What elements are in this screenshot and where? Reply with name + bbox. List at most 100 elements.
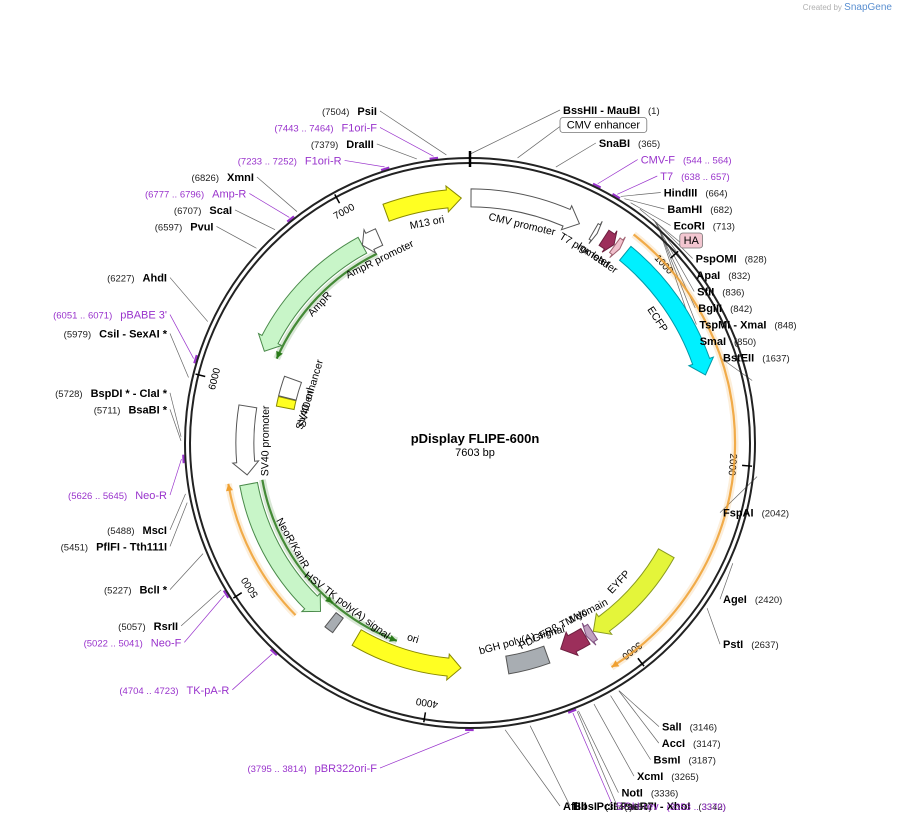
orf-neo2: [227, 483, 297, 616]
f1ori-r-site: [380, 166, 390, 172]
amp-r-leader: [249, 193, 290, 218]
xcmi-coord: (3265): [671, 772, 698, 783]
bsshii-label: BssHII - MauBI(1): [563, 105, 660, 117]
bglii-name: BglII: [698, 303, 722, 315]
pbr322-name: pBR322ori-F: [315, 763, 378, 775]
bcli-name: BclI *: [139, 585, 167, 597]
bsshii-leader: [470, 109, 561, 155]
noti-name: NotI: [621, 788, 642, 800]
tick-mark: [334, 194, 341, 204]
apai-label: ApaI (832): [696, 270, 750, 282]
bsmi-name: BsmI: [654, 755, 681, 767]
cmv-f-leader: [597, 159, 638, 185]
agei-label: AgeI(2420): [723, 594, 782, 606]
xcmi-leader: [593, 703, 635, 777]
tick-mark: [637, 657, 645, 667]
bgh-feature: [505, 645, 551, 675]
rsrii-leader: [180, 589, 222, 627]
tspmi-coord: (848): [774, 321, 796, 332]
ori-label: ori: [406, 631, 421, 646]
orf-neo2-arrowhead: [226, 483, 233, 492]
myc-feature: [581, 622, 599, 646]
msci-leader: [169, 493, 186, 531]
f1ori-f-coord: (7443 .. 7464): [274, 123, 333, 134]
tick-mark: [195, 373, 206, 378]
agei-leader: [719, 563, 734, 600]
ecori-leader: [630, 202, 671, 226]
pvui-coord: (6597): [155, 222, 182, 233]
afliii-label: AflIII - PciI(3654): [563, 801, 652, 813]
f1ori-f-label: (7443 .. 7464)F1ori-F: [274, 122, 377, 134]
pbabe3-label: (6051 .. 6071)pBABE 3': [53, 310, 167, 322]
xmni-coord: (6826): [192, 173, 219, 184]
cmv-promoter-feature: [470, 188, 581, 231]
psi-leader: [379, 110, 447, 156]
xcmi-label: XcmI(3265): [637, 771, 699, 783]
bcli-coord: (5227): [104, 586, 131, 597]
hsv-tk-feature: [324, 611, 344, 634]
t7-site: [611, 192, 621, 200]
agei-coord: (2420): [755, 595, 782, 606]
bcli-label: (5227) BclI *: [104, 585, 168, 597]
m13-ori-feature: [382, 184, 463, 222]
amp-r-site: [286, 215, 295, 223]
ha-label: HA: [684, 235, 700, 247]
msci-coord: (5488): [107, 526, 134, 537]
pdgfr-feature: [560, 627, 591, 657]
cmv-f-name: CMV-F: [641, 155, 676, 167]
bsteii-coord: (1637): [762, 354, 789, 365]
pbabe3-coord: (6051 .. 6071): [53, 311, 112, 322]
eyfp-feature: [592, 548, 675, 636]
tk-pa-r-site: [269, 648, 278, 657]
plasmid-name: pDisplay FLIPE-600n: [411, 431, 540, 446]
tick-label: 4000: [415, 695, 439, 710]
apai-coord: (832): [728, 271, 750, 282]
bsabi-leader: [169, 409, 182, 442]
amp-r-name: Amp-R: [212, 188, 246, 200]
cmv-f-label: CMV-F(544 .. 564): [641, 155, 732, 167]
sfii-name: SfiI: [697, 287, 714, 299]
noti-coord: (3336): [651, 789, 678, 800]
bsabi-coord: (5711): [94, 405, 121, 416]
bsmi-label: BsmI(3187): [654, 755, 716, 767]
scai-label: (6707)ScaI: [174, 205, 232, 217]
snapgene-credit: Created by SnapGene: [803, 2, 892, 13]
draiii-label: (7379)DraIII: [311, 139, 374, 151]
pvui-label: (6597)PvuI: [155, 221, 214, 233]
paer7i-coord: (3342): [698, 802, 725, 813]
paer7i-leader: [576, 711, 618, 807]
rsrii-coord: (5057): [118, 622, 145, 633]
neo-r-coord: (5626 .. 5645): [68, 491, 127, 502]
bglii-label: BglII(842): [698, 303, 752, 315]
bamhi-leader: [624, 198, 665, 210]
ori-feature: [351, 629, 462, 682]
psti-coord: (2637): [751, 640, 778, 651]
tk-pa-r-leader: [232, 653, 273, 691]
bgh-rev-site: [567, 708, 577, 714]
sv40-enhancer-feature: [278, 375, 303, 401]
pspomi-name: PspOMI: [696, 254, 737, 266]
draiii-coord: (7379): [311, 140, 338, 151]
neo-f-site: [222, 589, 230, 599]
sali-name: SalI: [662, 722, 682, 734]
psti-leader: [706, 608, 721, 645]
sv40-ori-feature: [275, 395, 297, 411]
tick-label: 5000: [239, 574, 261, 599]
bbsi-name: BbsI: [573, 801, 597, 813]
bbsi-leader: [529, 725, 571, 807]
csii-name: CsiI - SexAI *: [99, 328, 168, 340]
tick-mark: [742, 464, 753, 467]
f1ori-f-site: [429, 156, 439, 160]
t7-coord: (638 .. 657): [681, 172, 730, 183]
neo-f-coord: (5022 .. 5041): [84, 638, 143, 649]
pflfi-label: (5451)PflFI - Tth111I: [61, 541, 167, 553]
acci-name: AccI: [662, 738, 685, 750]
neo-r-leader: [169, 458, 182, 496]
hindiii-coord: (664): [705, 189, 727, 200]
cmv-enh-label: CMV enhancer: [567, 120, 641, 132]
apai-name: ApaI: [696, 270, 720, 282]
hindiii-label: HindIII(664): [664, 188, 728, 200]
fspai-name: FspAI: [723, 508, 754, 520]
sv40-promoter-label: SV40 promoter: [259, 405, 272, 476]
f1ori-r-name: F1ori-R: [305, 155, 342, 167]
